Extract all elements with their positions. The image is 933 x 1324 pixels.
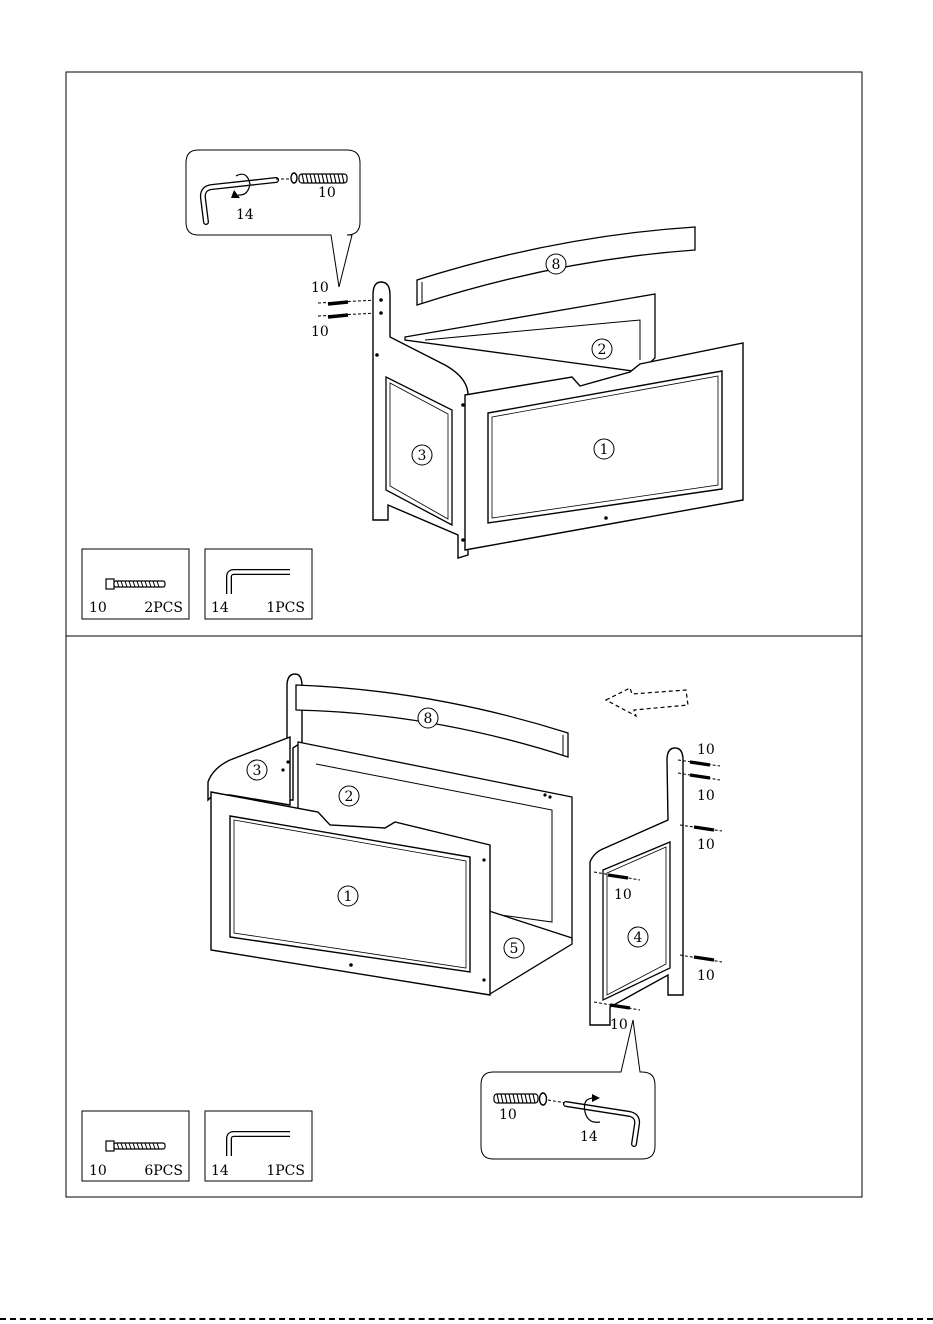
bolt-label-2: 10 [311, 324, 329, 340]
part-number-2: 2 [598, 342, 607, 358]
side-panel-left: 3 [208, 674, 302, 805]
step2-hardware-bolt: 10 6PCS [82, 1111, 189, 1181]
bolt-label-6: 10 [610, 1017, 628, 1033]
bolt-icon [299, 174, 347, 183]
hardware-number: 14 [211, 600, 229, 616]
bolt-label-5: 10 [697, 968, 715, 984]
callout-bolt-number: 10 [499, 1107, 517, 1123]
callout-key-number: 14 [580, 1129, 598, 1145]
part-number-8: 8 [552, 257, 561, 273]
bolt-label-2: 10 [697, 788, 715, 804]
callout-bolt-number: 10 [318, 185, 336, 201]
step1-callout: 10 14 [186, 150, 360, 287]
front-panel: 1 [465, 343, 743, 550]
bolt-label-1: 10 [697, 742, 715, 758]
step2-hardware-key: 14 1PCS [205, 1111, 312, 1181]
step2-callout: 10 14 [481, 1020, 655, 1159]
hardware-number: 10 [89, 600, 107, 616]
step1-hardware-bolt: 10 2PCS [82, 549, 189, 619]
part-number-5: 5 [510, 941, 519, 957]
back-panel: 2 [405, 294, 655, 372]
hardware-qty: 2PCS [144, 600, 183, 616]
part-number-3: 3 [418, 448, 427, 464]
step1-hardware-key: 14 1PCS [205, 549, 312, 619]
part-number-8: 8 [424, 711, 433, 727]
hardware-qty: 6PCS [144, 1163, 183, 1179]
callout-key-number: 14 [236, 207, 254, 223]
hardware-number: 14 [211, 1163, 229, 1179]
hardware-qty: 1PCS [266, 600, 305, 616]
part-number-1: 1 [344, 889, 353, 905]
side-panel-right: 4 [590, 748, 683, 1025]
bolt-label-1: 10 [311, 280, 329, 296]
backrest-panel: 8 [296, 685, 568, 757]
hardware-number: 10 [89, 1163, 107, 1179]
bolt-label-3: 10 [697, 837, 715, 853]
direction-arrow-icon [606, 688, 688, 716]
backrest-panel: 8 [417, 227, 695, 305]
part-number-4: 4 [634, 930, 643, 946]
step1-bolts: 10 10 [311, 280, 378, 340]
part-number-1: 1 [600, 442, 609, 458]
hardware-qty: 1PCS [266, 1163, 305, 1179]
page-bottom-rule [0, 1318, 933, 1320]
bolt-label-4: 10 [614, 887, 632, 903]
part-number-2: 2 [345, 789, 354, 805]
side-panel-left: 3 [373, 282, 468, 558]
part-number-3: 3 [253, 763, 262, 779]
bolt-icon [494, 1094, 538, 1103]
